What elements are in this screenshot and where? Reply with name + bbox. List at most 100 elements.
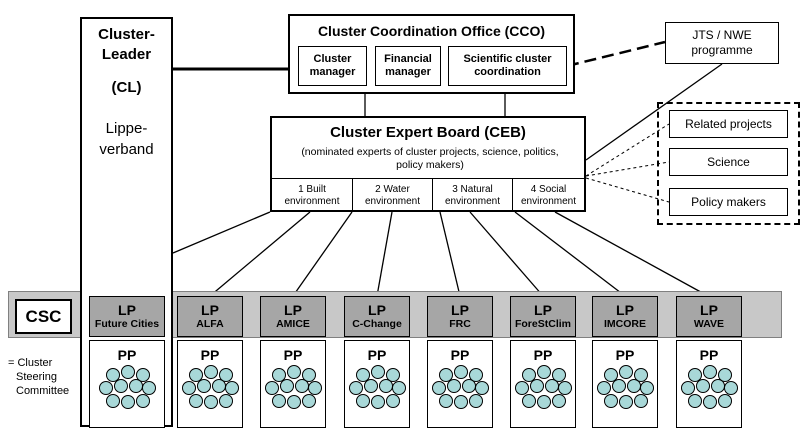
partner-circle xyxy=(454,365,468,379)
jts-nwe-box: JTS / NWE programme xyxy=(665,22,779,64)
pp-forestclim: PP xyxy=(510,340,576,428)
ceb-area-natural: 3 Natural environment xyxy=(432,178,512,212)
ceb-area-built: 1 Built environment xyxy=(272,178,352,212)
partner-circle xyxy=(386,368,400,382)
cluster-leader-title-line1: Cluster- xyxy=(98,26,155,43)
partner-circle xyxy=(219,368,233,382)
partner-circle xyxy=(121,395,135,409)
policy-makers-box: Policy makers xyxy=(669,188,788,216)
partner-circle xyxy=(280,379,294,393)
stakeholder-group xyxy=(657,102,800,225)
partner-circle xyxy=(627,379,641,393)
cco-role-line2: coordination xyxy=(474,66,541,78)
partner-circle xyxy=(469,368,483,382)
cco-role-cluster-manager: Cluster manager xyxy=(298,46,367,86)
partner-circle xyxy=(604,368,618,382)
partner-circle xyxy=(545,379,559,393)
partner-cluster xyxy=(349,365,406,409)
csc-box: CSC xyxy=(15,299,72,334)
lp-label: LP xyxy=(201,301,219,318)
ceb-area-social: 4 Social environment xyxy=(512,178,584,212)
connector-jts-ceb xyxy=(585,63,723,161)
partner-circle xyxy=(308,381,322,395)
partner-circle xyxy=(515,381,529,395)
partner-circle xyxy=(724,381,738,395)
lp-label: LP xyxy=(118,301,136,318)
partner-circle xyxy=(371,365,385,379)
connector-ceb-science xyxy=(585,161,670,177)
ceb-area-line2: environment xyxy=(364,195,421,207)
partner-circle xyxy=(558,381,572,395)
partner-circle xyxy=(182,381,196,395)
partner-circle xyxy=(386,394,400,408)
partner-circle xyxy=(302,394,316,408)
ceb-title: Cluster Expert Board (CEB) xyxy=(330,124,526,141)
csc-label: CSC xyxy=(25,306,62,326)
cco-title: Cluster Coordination Office (CCO) xyxy=(317,23,546,39)
partner-circle xyxy=(287,395,301,409)
cluster-leader-title: Cluster- Leader xyxy=(98,25,155,65)
ceb-area-water: 2 Water environment xyxy=(352,178,432,212)
partner-circle xyxy=(356,368,370,382)
partner-circle xyxy=(604,394,618,408)
cluster-leader-org: Lippe- verband xyxy=(99,118,153,160)
connector-ceb-related xyxy=(585,123,670,177)
partner-circle xyxy=(454,395,468,409)
partner-circle xyxy=(447,379,461,393)
partner-circle xyxy=(696,379,710,393)
partner-circle xyxy=(688,394,702,408)
partner-circle xyxy=(371,395,385,409)
project-name: WAVE xyxy=(693,317,725,330)
connector-ceb-frc xyxy=(439,211,461,297)
pp-label: PP xyxy=(117,347,137,363)
project-name: Future Cities xyxy=(94,317,160,330)
project-name: IMCORE xyxy=(604,317,646,330)
partner-circle xyxy=(392,381,406,395)
lp-amice: LP AMICE xyxy=(260,296,326,337)
cco-role-line1: Financial xyxy=(384,53,432,65)
lp-wave: LP WAVE xyxy=(676,296,742,337)
partner-circle xyxy=(114,379,128,393)
project-name: ALFA xyxy=(196,317,224,330)
cco-role-financial-manager: Financial manager xyxy=(375,46,441,86)
pp-label: PP xyxy=(533,347,553,363)
lp-imcore: LP IMCORE xyxy=(592,296,658,337)
partner-circle xyxy=(212,379,226,393)
partner-circle xyxy=(121,365,135,379)
partner-circle xyxy=(136,368,150,382)
cluster-leader-title-line2: Leader xyxy=(101,46,152,63)
lp-alfa: LP ALFA xyxy=(177,296,243,337)
connector-ceb-amice xyxy=(292,211,353,297)
csc-legend-line3: Committee xyxy=(16,385,70,397)
pp-label: PP xyxy=(450,347,470,363)
partner-circle xyxy=(295,379,309,393)
cluster-leader-org-line2: verband xyxy=(99,141,154,158)
cluster-leader-abbr: (CL) xyxy=(111,79,142,96)
ceb-subtitle: (nominated experts of cluster projects, … xyxy=(301,146,559,171)
partner-circle xyxy=(530,379,544,393)
partner-circle xyxy=(204,395,218,409)
jts-line2: programme xyxy=(691,43,753,57)
partner-circle xyxy=(537,365,551,379)
partner-circle xyxy=(469,394,483,408)
lp-frc: LP FRC xyxy=(427,296,493,337)
partner-circle xyxy=(537,395,551,409)
partner-circle xyxy=(189,368,203,382)
partner-circle xyxy=(136,394,150,408)
ceb-area-line1: 3 Natural xyxy=(452,183,493,195)
ceb-area-line1: 1 Built xyxy=(298,183,326,195)
partner-circle xyxy=(364,379,378,393)
partner-circle xyxy=(302,368,316,382)
pp-amice: PP xyxy=(260,340,326,428)
partner-circle xyxy=(681,381,695,395)
partner-circle xyxy=(197,379,211,393)
lp-future-cities: LP Future Cities xyxy=(89,296,165,337)
ceb-area-line1: 4 Social xyxy=(530,183,567,195)
lp-label: LP xyxy=(451,301,469,318)
partner-circle xyxy=(287,365,301,379)
cluster-leader-org-line1: Lippe- xyxy=(105,120,148,137)
partner-circle xyxy=(612,379,626,393)
cco-role-line1: Scientific cluster xyxy=(463,53,552,65)
cco-role-line2: manager xyxy=(309,66,356,78)
